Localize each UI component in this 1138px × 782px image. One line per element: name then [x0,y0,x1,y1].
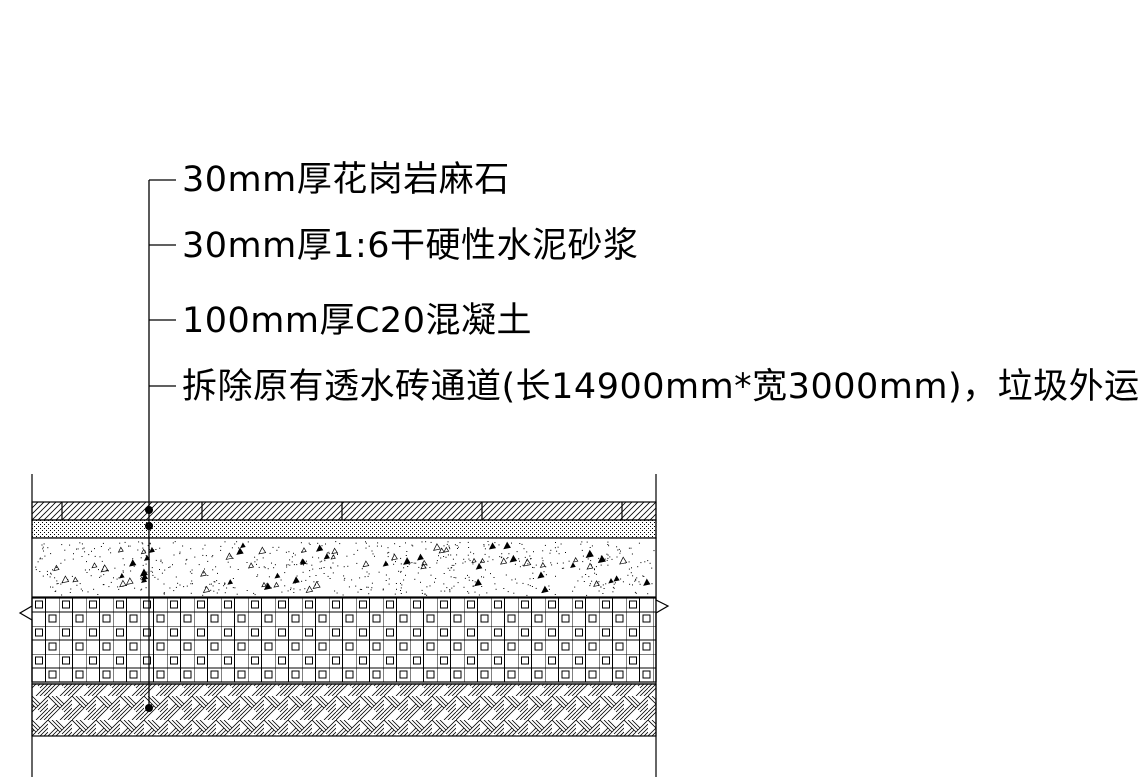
leader-dot-mortar [145,522,153,530]
callout-mortar: 30mm厚1:6干硬性水泥砂浆 [182,226,639,266]
leader-dot-granite [145,506,153,514]
callout-granite: 30mm厚花岗岩麻石 [182,160,510,200]
permeable-brick-layer [18,597,670,683]
concrete-layer [31,537,657,598]
left-break-symbol [18,598,33,682]
right-break-symbol [655,598,670,682]
mortar-layer [31,519,657,539]
leader-dot-subgrade [145,704,153,712]
callout-demolition: 拆除原有透水砖通道(长14900mm*宽3000mm)，垃圾外运 [182,367,1138,407]
granite-layer [31,501,657,521]
subgrade-layer [31,683,657,737]
callout-concrete: 100mm厚C20混凝土 [182,301,532,341]
